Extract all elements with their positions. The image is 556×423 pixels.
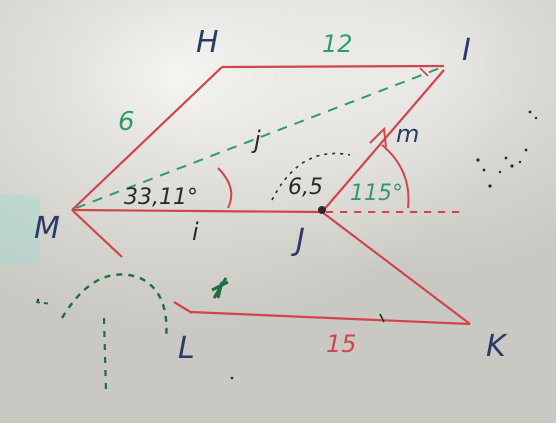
angle-arc-m xyxy=(217,167,233,209)
board-reflection xyxy=(0,195,40,265)
label-i-lower: i xyxy=(192,218,199,246)
diagonal-mi xyxy=(75,67,441,209)
marker-specks xyxy=(36,110,538,380)
line-ij xyxy=(321,69,445,213)
label-j-lower: j xyxy=(251,126,261,154)
line-mj xyxy=(71,208,323,214)
point-j xyxy=(318,206,326,214)
angle-m-value: 33,11° xyxy=(124,185,198,210)
vertex-m: M xyxy=(34,211,60,246)
line-jk xyxy=(321,211,471,325)
angle-arc-j xyxy=(381,144,410,209)
line-hm xyxy=(71,66,223,211)
tick-hi xyxy=(419,67,429,77)
line-hi xyxy=(221,64,445,69)
vertex-i: I xyxy=(462,33,471,68)
tick-lk xyxy=(379,313,385,323)
label-m-lower: m xyxy=(396,120,419,148)
green-scribble xyxy=(211,277,229,299)
angle-j-value: 115° xyxy=(350,181,403,206)
line-lk xyxy=(189,310,471,326)
vertex-l: L xyxy=(178,331,195,366)
arrow-head xyxy=(369,126,387,148)
length-65: 6,5 xyxy=(288,175,323,200)
line-ml-bottom xyxy=(173,301,193,314)
length-lk: 15 xyxy=(326,330,357,358)
length-hi: 12 xyxy=(322,30,353,58)
vertex-h: H xyxy=(196,25,219,60)
small-dash-left xyxy=(35,301,53,305)
line-ml-top xyxy=(71,209,123,258)
length-hm: 6 xyxy=(118,107,135,137)
vertex-k: K xyxy=(486,329,508,364)
